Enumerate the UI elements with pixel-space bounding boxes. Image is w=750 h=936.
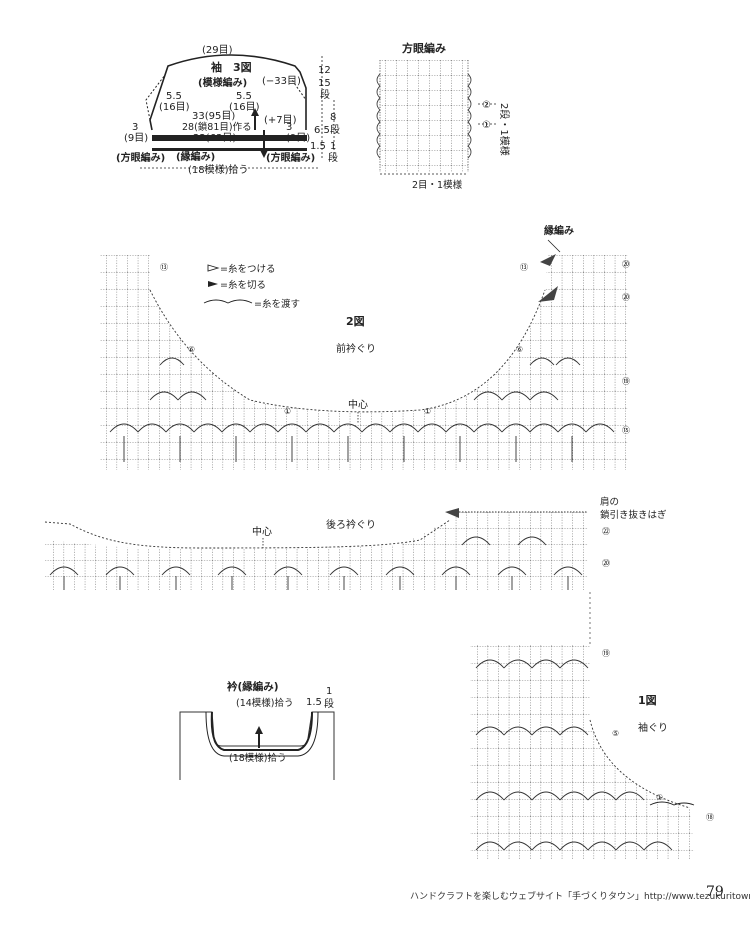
fig2-mark-13-right: ⑬ bbox=[520, 263, 528, 272]
sleeve-left-3: 3 bbox=[132, 122, 138, 133]
collar-r1: 1 bbox=[326, 686, 332, 697]
footer-text: ハンドクラフトを楽しむウェブサイト「手づくりタウン」http://www.tez… bbox=[410, 892, 750, 902]
legend-carry: =糸を渡す bbox=[254, 298, 300, 310]
sleeve-r15: 15 bbox=[318, 78, 331, 89]
sleeve-right-9: (9目) bbox=[286, 133, 310, 144]
fig1-mark-18: ⑱ bbox=[706, 813, 714, 822]
mesh-row1-mark: ① bbox=[482, 120, 491, 131]
sleeve-right-55: 5.5 bbox=[236, 91, 252, 102]
sleeve-row28: 28(鎖81目)作る bbox=[182, 121, 252, 133]
sleeve-hougan-left: (方眼編み) bbox=[116, 151, 165, 164]
sleeve-plus7: (+7目) bbox=[264, 115, 297, 126]
back-shoulder: 肩の bbox=[600, 496, 619, 508]
back-neck-name: 後ろ衿ぐり bbox=[326, 518, 376, 531]
fig2-center: 中心 bbox=[348, 398, 368, 411]
fig2-mark-1-left: ① bbox=[284, 407, 291, 416]
mesh-title: 方眼編み bbox=[402, 41, 446, 55]
fig2-row-marks: ⑬ ⑥ ① ① ⑥ ⑬ ⑳ ⑳ ⑲ ⑮ bbox=[160, 260, 630, 435]
sleeve-r8: 8 bbox=[330, 112, 336, 123]
fig2-mark-6-right: ⑥ bbox=[516, 345, 523, 354]
mesh-rows-label: 2段・1模様 bbox=[498, 103, 511, 156]
sleeve-pickup: (18模様)拾う bbox=[188, 163, 249, 176]
sleeve-left-55: 5.5 bbox=[166, 91, 182, 102]
sleeve-r65: 6.5 bbox=[314, 125, 330, 136]
fig1-mark-5: ⑤ bbox=[612, 729, 619, 738]
fig2-mark-20a: ⑳ bbox=[622, 260, 630, 269]
legend-cut: =糸を切る bbox=[220, 279, 266, 291]
fig1-mark-19: ⑲ bbox=[602, 649, 610, 658]
sleeve-right-3: 3 bbox=[286, 122, 292, 133]
front-neck-diagram: 2図 前衿ぐり 縁編み 中心 =糸をつける =糸を切る =糸を渡す ⑬ ⑥ ① … bbox=[100, 224, 630, 470]
back-mark-20: ⑳ bbox=[602, 559, 610, 568]
sleeve-diagram: (29目) 袖 3図 (模様編み) (−33目) 5.5 (16目) 5.5 (… bbox=[116, 45, 340, 176]
fig2-legend: =糸をつける =糸を切る =糸を渡す bbox=[203, 263, 300, 310]
sleeve-right-16: (16目) bbox=[229, 102, 260, 113]
sleeve-hougan-right: (方眼編み) bbox=[266, 151, 315, 164]
back-neck-diagram: 後ろ衿ぐり 中心 肩の 鎖引き抜きはぎ ㉒ ⑳ bbox=[44, 496, 667, 645]
back-shoulder-join: 鎖引き抜きはぎ bbox=[600, 509, 667, 521]
collar-top-pickup: (14模様)拾う bbox=[236, 697, 294, 709]
fig1-label: 1図 bbox=[638, 693, 657, 707]
collar-bottom-pickup: (18模様)拾う bbox=[229, 752, 287, 764]
mesh-bottom-label: 2目・1模様 bbox=[412, 179, 463, 191]
sleeve-rdan2: 段 bbox=[330, 123, 340, 136]
back-mark-22: ㉒ bbox=[602, 527, 610, 536]
collar-r15: 1.5 bbox=[306, 697, 322, 708]
collar-title: 衿(縁編み) bbox=[227, 680, 279, 693]
sleeve-top-stitches: (29目) bbox=[202, 45, 233, 56]
sleeve-left-9: (9目) bbox=[124, 133, 148, 144]
fig2-mark-19: ⑲ bbox=[622, 377, 630, 386]
sleeve-minus33: (−33目) bbox=[262, 76, 301, 87]
back-center: 中心 bbox=[252, 525, 272, 538]
sleeve-pattern-label: (模様編み) bbox=[198, 76, 247, 89]
mesh-row2-mark: ② bbox=[482, 100, 491, 111]
sleeve-left-16: (16目) bbox=[159, 102, 190, 113]
sleeve-fuchi: (縁編み) bbox=[176, 150, 215, 163]
fig2-mark-20b: ⑳ bbox=[622, 293, 630, 302]
fig2-mark-1-right: ① bbox=[424, 407, 431, 416]
collar-diagram: 衿(縁編み) (14模様)拾う (18模様)拾う 1.5 1 段 bbox=[179, 680, 335, 780]
mesh-diagram: 方眼編み ② ① 2段・1模様 2目・1模様 bbox=[376, 41, 511, 191]
sleeve-row33: 33(95目) bbox=[192, 111, 235, 122]
legend-attach: =糸をつける bbox=[220, 263, 275, 275]
collar-rdan: 段 bbox=[324, 697, 334, 710]
fig2-label: 2図 bbox=[346, 314, 365, 328]
sleeve-r12: 12 bbox=[318, 65, 331, 76]
fig1-mark-1: ① bbox=[656, 793, 663, 802]
fig2-mark-15: ⑮ bbox=[622, 426, 630, 435]
fig2-name: 前衿ぐり bbox=[336, 342, 376, 355]
sleeve-fig-label: 3図 bbox=[233, 60, 252, 74]
armhole-diagram: 1図 袖ぐり ⑲ ⑤ ① ⑱ bbox=[470, 645, 714, 860]
sleeve-title: 袖 bbox=[211, 60, 222, 74]
sleeve-r15b: 1.5 bbox=[310, 141, 326, 152]
fig1-name: 袖ぐり bbox=[638, 721, 668, 734]
fig2-fuchi: 縁編み bbox=[544, 224, 574, 237]
sleeve-row22: 22(63目) bbox=[193, 133, 236, 144]
sleeve-r1: 1 bbox=[330, 141, 336, 152]
fig2-mark-6-left: ⑥ bbox=[188, 345, 195, 354]
fig2-mark-13-left: ⑬ bbox=[160, 263, 168, 272]
sleeve-rdan: 段 bbox=[320, 88, 330, 101]
page-number: 79 bbox=[706, 884, 724, 900]
sleeve-rdan3: 段 bbox=[328, 151, 338, 164]
